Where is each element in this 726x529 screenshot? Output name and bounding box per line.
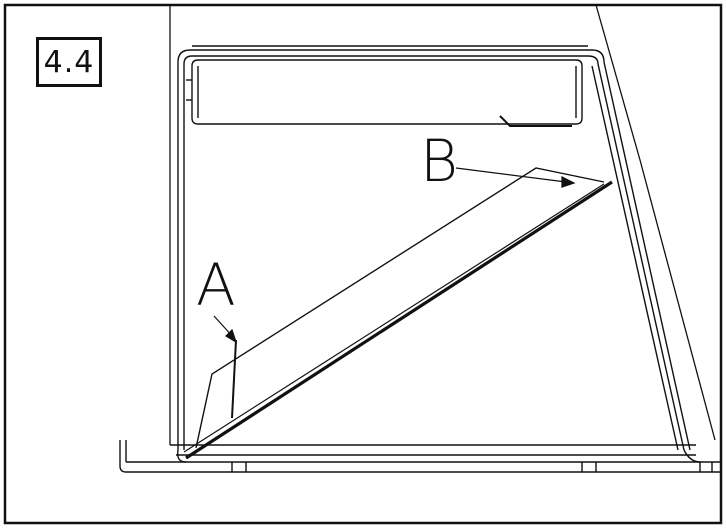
drawer-base [119,440,720,473]
step-number-box: 4.4 [36,37,102,87]
cabinet-wall [169,4,716,445]
handle-bar [186,59,583,127]
callout-leaders [213,167,576,344]
diagram-frame [3,3,723,525]
step-number: 4.4 [43,44,95,80]
callout-label-b: B [420,127,458,195]
diagonal-panel [183,167,613,460]
callout-label-a: A [196,251,236,319]
drawer-frame [177,45,691,451]
